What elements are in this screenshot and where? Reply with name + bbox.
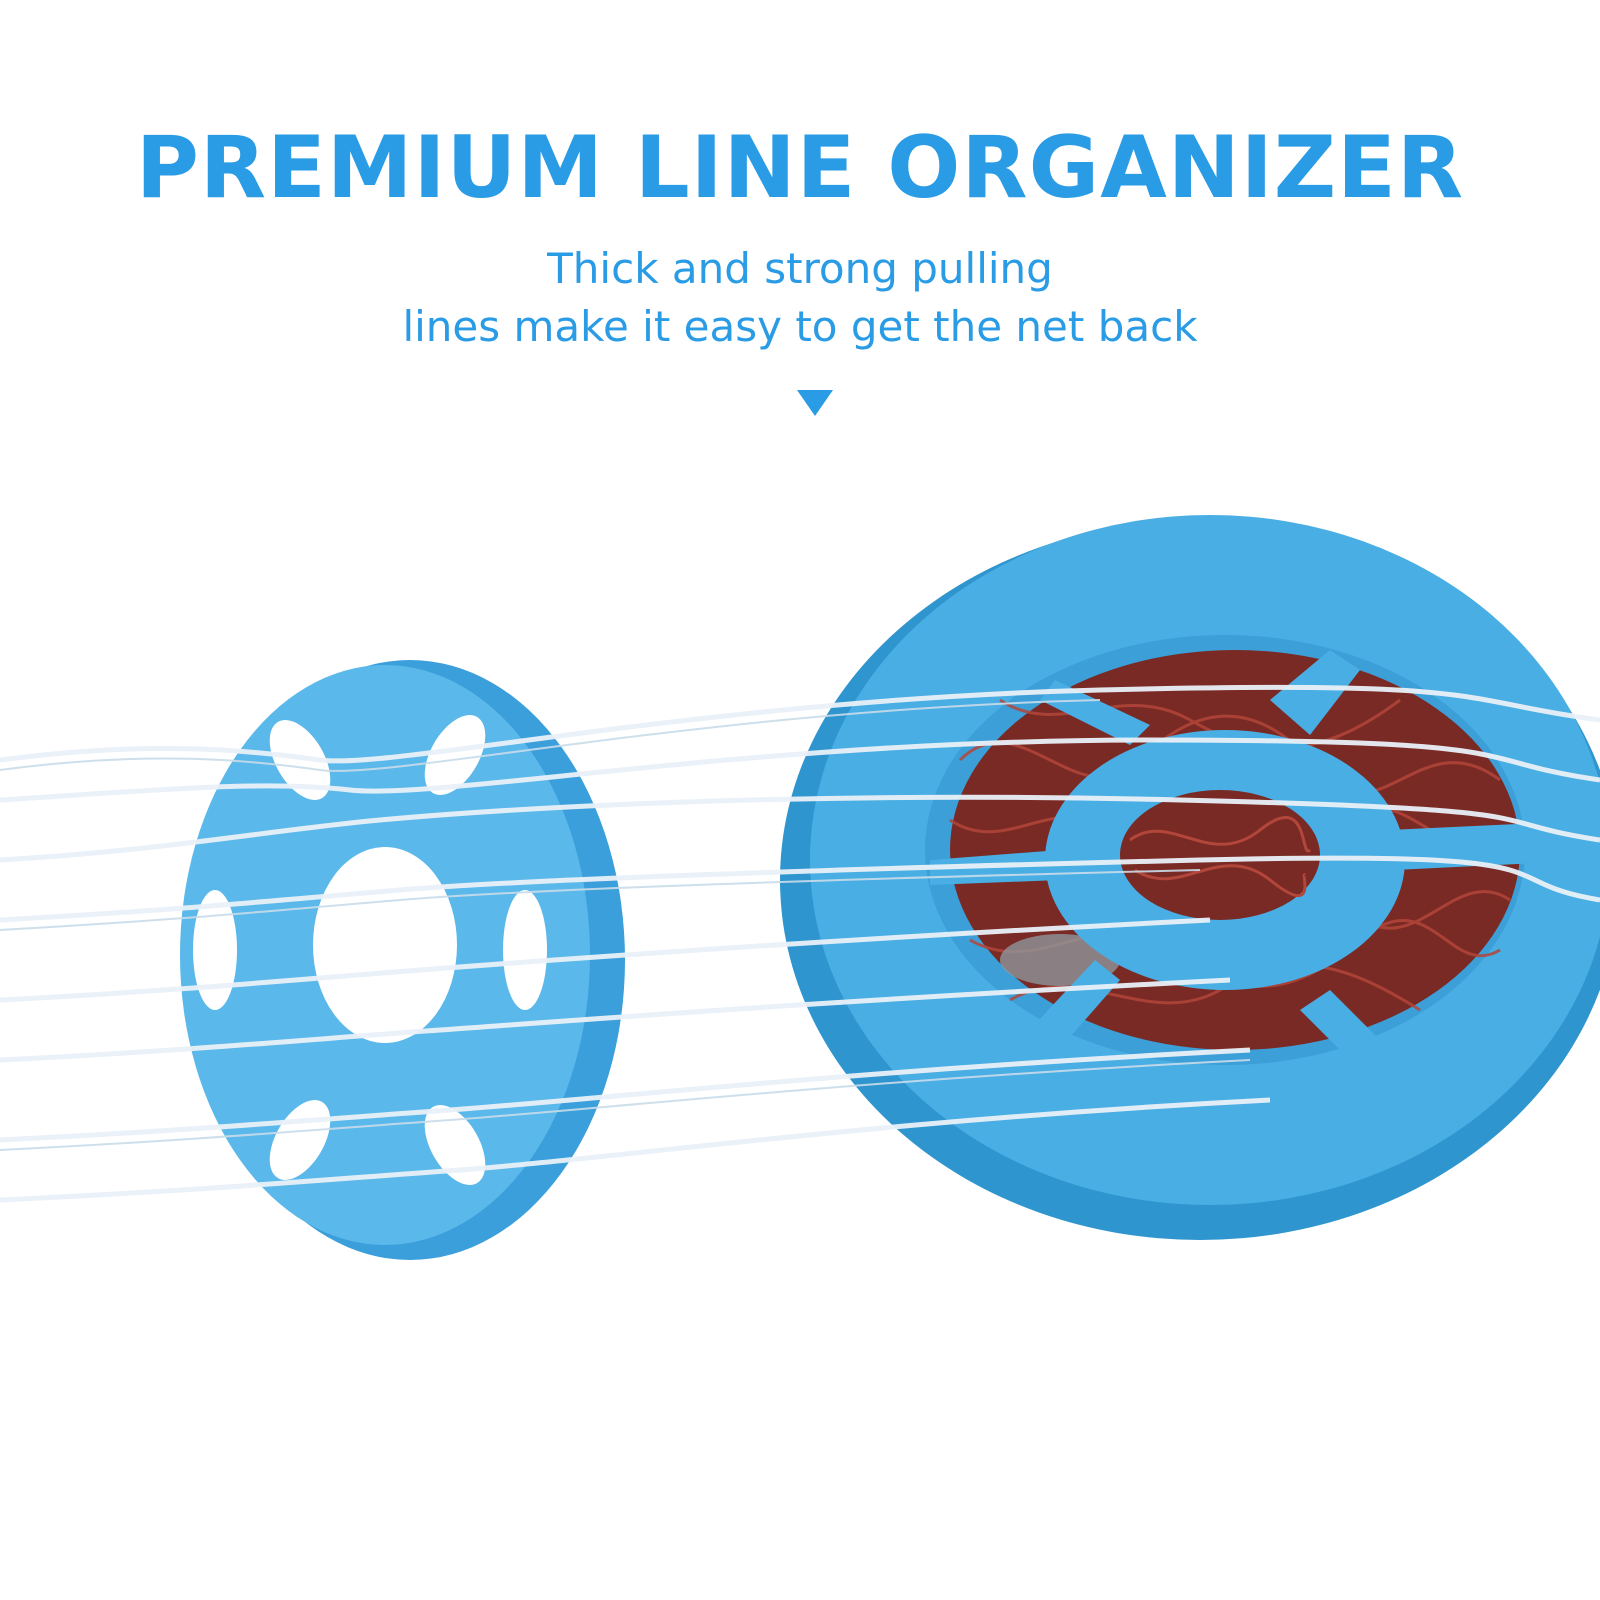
header: PREMIUM LINE ORGANIZER Thick and strong … xyxy=(0,0,1600,440)
subtitle: Thick and strong pulling lines make it e… xyxy=(0,240,1600,356)
small-disc-slots xyxy=(193,715,547,1185)
small-disc-center-hole xyxy=(313,847,457,1043)
down-triangle-icon xyxy=(797,390,833,416)
hub-net-texture xyxy=(1129,816,1312,897)
subtitle-line-1: Thick and strong pulling xyxy=(547,244,1053,293)
disc-hub-hole xyxy=(1120,790,1320,920)
subtitle-line-2: lines make it easy to get the net back xyxy=(402,302,1198,351)
page-title: PREMIUM LINE ORGANIZER xyxy=(135,118,1465,218)
pulling-lines xyxy=(0,684,1600,1203)
pulling-lines-shadow xyxy=(0,699,1251,1151)
